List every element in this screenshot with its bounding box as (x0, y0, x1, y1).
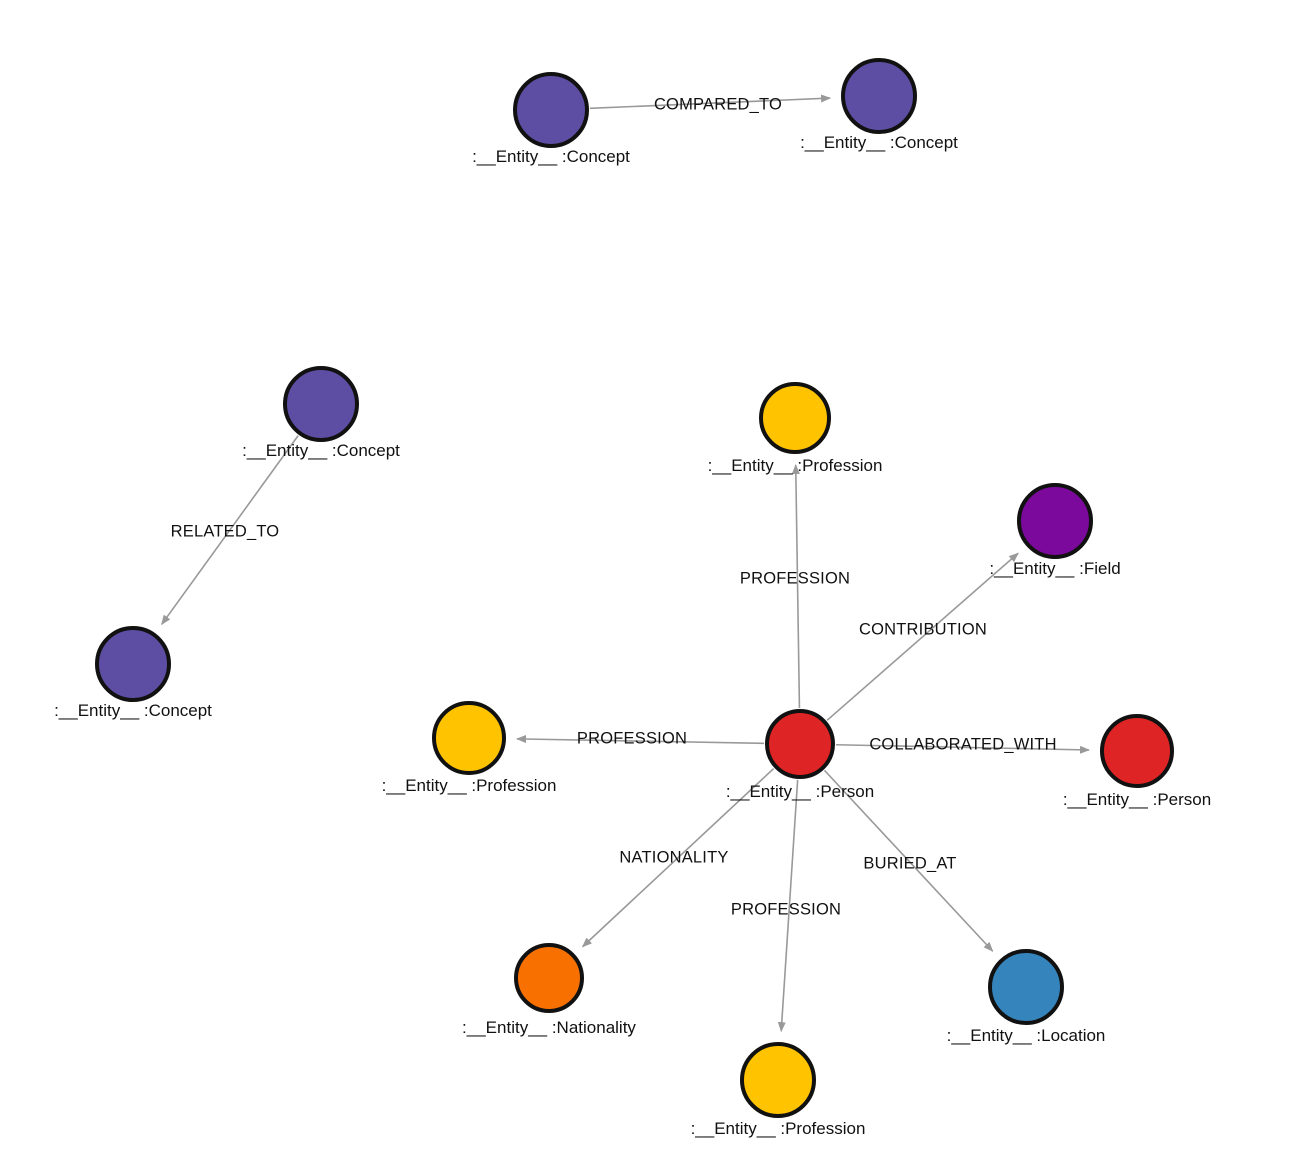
edge-lines (161, 94, 1091, 1033)
node-label: :__Entity__ :Concept (242, 441, 400, 460)
graph-node-concept[interactable] (283, 366, 359, 442)
graph-edge[interactable] (589, 94, 832, 110)
node-label: :__Entity__ :Person (1062, 790, 1212, 809)
edge-label: COLLABORATED_WITH (869, 735, 1057, 754)
node-label: :__Entity__ :Field (989, 559, 1121, 578)
graph-node-location[interactable] (988, 949, 1064, 1025)
graph-node-profession[interactable] (432, 701, 506, 775)
node-label: :__Entity__ :Concept (472, 147, 630, 166)
node-label: :__Entity__ :Profession (690, 1119, 866, 1138)
node-label: :__Entity__ :Concept (800, 133, 958, 152)
graph-node-concept[interactable] (95, 626, 171, 702)
graph-node-person[interactable] (765, 709, 835, 779)
edge-label: COMPARED_TO (653, 95, 783, 114)
node-label: :__Entity__ :Location (946, 1026, 1106, 1045)
node-label: :__Entity__ :Profession (381, 776, 557, 795)
node-label: :__Entity__ :Concept (54, 701, 212, 720)
edge-label: PROFESSION (576, 729, 688, 748)
node-label: :__Entity__ :Nationality (462, 1018, 636, 1037)
edge-label: PROFESSION (739, 569, 851, 588)
graph-node-profession[interactable] (759, 382, 831, 454)
graph-edge[interactable] (823, 769, 994, 952)
graph-node-concept[interactable] (513, 72, 589, 148)
edge-label: RELATED_TO (170, 522, 280, 541)
edge-label: BURIED_AT (863, 854, 957, 873)
graph-edge[interactable] (826, 552, 1019, 721)
graph-node-field[interactable] (1017, 483, 1093, 559)
graph-edge[interactable] (777, 779, 799, 1033)
graph-node-nationality[interactable] (514, 943, 584, 1013)
graph-node-concept[interactable] (841, 58, 917, 134)
graph-edge[interactable] (835, 743, 1091, 754)
graph-node-profession[interactable] (740, 1042, 816, 1118)
graph-edge[interactable] (515, 735, 765, 745)
node-label: :__Entity__ :Profession (707, 456, 883, 475)
graph-edge[interactable] (161, 435, 299, 626)
node-label: :__Entity__ :Person (725, 782, 875, 801)
graph-node-person[interactable] (1100, 714, 1174, 788)
edge-label: NATIONALITY (619, 848, 729, 867)
edge-label: PROFESSION (730, 900, 842, 919)
edge-label: CONTRIBUTION (859, 620, 987, 639)
graph-edge[interactable] (581, 767, 775, 948)
graph-edge[interactable] (791, 463, 801, 709)
